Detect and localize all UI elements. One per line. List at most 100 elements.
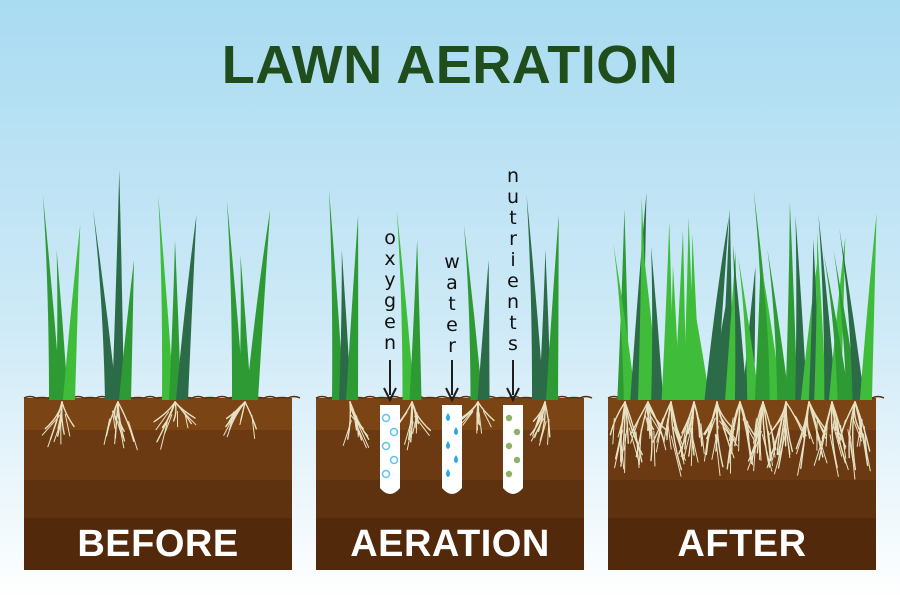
grass-blade bbox=[674, 230, 687, 400]
root bbox=[547, 418, 550, 445]
root bbox=[478, 412, 483, 434]
aeration-label: AERATION bbox=[350, 523, 550, 565]
water-drop bbox=[454, 427, 458, 435]
grass-blade bbox=[329, 190, 344, 400]
root bbox=[680, 424, 687, 458]
root bbox=[682, 427, 692, 461]
root bbox=[116, 401, 125, 433]
root bbox=[128, 421, 138, 451]
grass-blade bbox=[239, 255, 251, 400]
root bbox=[538, 420, 547, 446]
root bbox=[829, 434, 839, 478]
root bbox=[848, 401, 856, 459]
oxygen-bubble bbox=[381, 469, 391, 479]
grass-blade bbox=[839, 227, 865, 400]
arrow-head bbox=[445, 387, 459, 403]
root bbox=[831, 401, 846, 450]
root bbox=[715, 401, 719, 452]
root bbox=[251, 414, 256, 439]
root bbox=[47, 420, 58, 448]
grass-blade bbox=[637, 197, 650, 400]
root bbox=[759, 401, 764, 456]
grass-blade bbox=[112, 170, 124, 400]
nutrient-granule bbox=[505, 414, 513, 422]
arrow-head bbox=[383, 387, 397, 403]
root bbox=[835, 431, 849, 471]
grass-blade bbox=[732, 244, 747, 400]
root bbox=[482, 410, 492, 428]
soil-label-band bbox=[608, 518, 876, 570]
root bbox=[412, 414, 418, 435]
root bbox=[738, 417, 741, 441]
grass-blade bbox=[785, 202, 798, 400]
grass-blade bbox=[339, 250, 351, 400]
root bbox=[839, 419, 846, 443]
root bbox=[711, 426, 719, 460]
grass-blade bbox=[246, 210, 271, 400]
root bbox=[767, 415, 785, 438]
oxygen-bubble bbox=[389, 455, 399, 465]
oxygen-label: o x y g e n bbox=[383, 227, 397, 354]
root bbox=[239, 410, 244, 426]
grass-blade bbox=[56, 250, 68, 400]
grass-blade bbox=[687, 270, 710, 400]
before-panel bbox=[23, 170, 301, 570]
root bbox=[762, 401, 772, 462]
aeration-hole bbox=[380, 405, 400, 494]
root bbox=[153, 401, 176, 423]
root bbox=[703, 427, 710, 462]
root bbox=[859, 419, 863, 447]
root bbox=[838, 401, 856, 439]
root bbox=[174, 401, 192, 425]
root bbox=[688, 401, 695, 457]
nutrient-granule bbox=[505, 470, 513, 478]
root bbox=[228, 401, 246, 423]
root bbox=[663, 418, 669, 442]
root bbox=[705, 401, 718, 456]
root bbox=[776, 401, 787, 456]
root bbox=[767, 430, 773, 466]
grass-blade bbox=[477, 260, 490, 400]
root bbox=[813, 430, 826, 466]
nutrient-granule bbox=[513, 456, 521, 464]
grass-blade bbox=[176, 215, 197, 400]
page-title: LAWN AERATION bbox=[221, 35, 679, 95]
root bbox=[804, 419, 815, 445]
grass-blade bbox=[814, 232, 827, 400]
root bbox=[406, 421, 414, 451]
root bbox=[156, 401, 176, 443]
root bbox=[795, 401, 810, 450]
grass-blade bbox=[539, 250, 551, 400]
root bbox=[614, 401, 626, 460]
root bbox=[785, 401, 794, 453]
root bbox=[656, 418, 664, 443]
root bbox=[532, 413, 541, 437]
oxygen-bubble bbox=[381, 413, 391, 423]
soil-label-band bbox=[24, 518, 292, 570]
root bbox=[184, 412, 189, 429]
grass-blade bbox=[346, 215, 359, 400]
root bbox=[64, 413, 71, 437]
soil-layer bbox=[608, 480, 876, 518]
root bbox=[684, 401, 695, 450]
root bbox=[117, 401, 135, 442]
grass-blade bbox=[859, 213, 877, 400]
root bbox=[404, 420, 412, 445]
grass-blade bbox=[725, 250, 738, 400]
grass-blade bbox=[158, 195, 174, 400]
soil-layer bbox=[24, 430, 292, 480]
oxygen-bubble bbox=[389, 427, 399, 437]
root bbox=[476, 401, 480, 425]
grass-blade bbox=[93, 210, 117, 400]
water-drop bbox=[446, 469, 450, 477]
root bbox=[739, 401, 750, 442]
root bbox=[537, 401, 546, 433]
grass-blade bbox=[226, 200, 244, 400]
root bbox=[114, 419, 117, 445]
grass-blade bbox=[818, 214, 837, 400]
root bbox=[164, 414, 173, 434]
root bbox=[160, 421, 168, 450]
root bbox=[623, 422, 629, 451]
root bbox=[772, 427, 780, 461]
nutrient-granule bbox=[505, 442, 513, 450]
